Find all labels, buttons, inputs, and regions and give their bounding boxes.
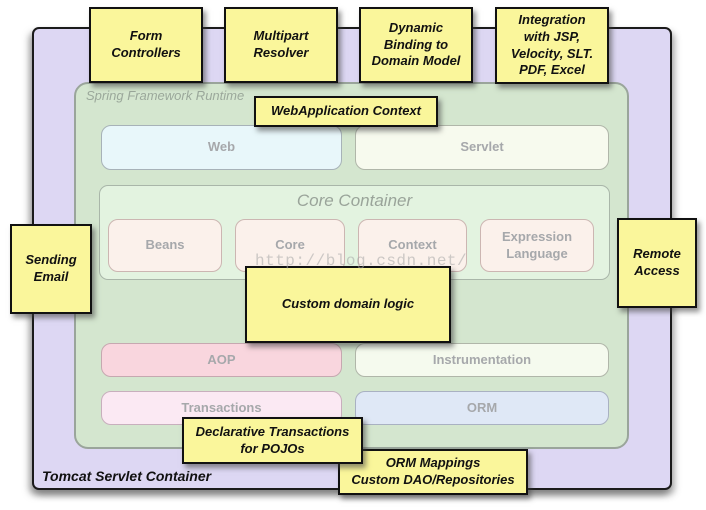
note-dynamic-binding: Dynamic Binding to Domain Model: [359, 7, 473, 83]
web-module-label: Web: [207, 139, 236, 155]
transactions-module-label: Transactions: [181, 399, 262, 415]
context-module-box: Context: [358, 219, 467, 272]
note-declarative-transactions: Declarative Transactions for POJOs: [182, 417, 363, 464]
expression-language-module-box: Expression Language: [480, 219, 594, 272]
aop-module-box: AOP: [101, 343, 342, 377]
core-module-label: Core: [275, 237, 305, 253]
instrumentation-module-label: Instrumentation: [432, 351, 532, 367]
beans-module-label: Beans: [145, 237, 185, 253]
note-multipart-resolver-text: Multipart Resolver: [253, 28, 309, 60]
note-sending-email: Sending Email: [10, 224, 92, 314]
aop-module-label: AOP: [207, 351, 236, 367]
orm-module-label: ORM: [466, 399, 498, 415]
context-module-label: Context: [388, 237, 437, 253]
note-webapplication-context-text: WebApplication Context: [271, 103, 421, 119]
beans-module-box: Beans: [108, 219, 222, 272]
instrumentation-module-box: Instrumentation: [355, 343, 609, 377]
note-orm-mappings-text: ORM Mappings Custom DAO/Repositories: [351, 455, 515, 487]
note-remote-access: Remote Access: [617, 218, 697, 308]
note-custom-domain-logic: Custom domain logic: [245, 266, 451, 343]
core-container-title: Core Container: [296, 191, 413, 210]
web-module-box: Web: [101, 125, 342, 170]
note-sending-email-text: Sending Email: [25, 252, 77, 284]
note-remote-access-text: Remote Access: [633, 246, 681, 278]
note-integration: Integration with JSP, Velocity, SLT. PDF…: [495, 7, 609, 84]
note-dynamic-binding-text: Dynamic Binding to Domain Model: [371, 19, 461, 69]
note-orm-mappings: ORM Mappings Custom DAO/Repositories: [338, 449, 528, 495]
note-webapplication-context: WebApplication Context: [254, 96, 438, 127]
tomcat-servlet-container-label: Tomcat Servlet Container: [42, 468, 212, 484]
servlet-module-box: Servlet: [355, 125, 609, 170]
servlet-module-label: Servlet: [460, 139, 504, 155]
note-form-controllers: Form Controllers: [89, 7, 203, 83]
note-declarative-transactions-text: Declarative Transactions for POJOs: [195, 423, 350, 456]
core-container-box: Core Container Beans Core Context Expres…: [99, 185, 610, 280]
note-multipart-resolver: Multipart Resolver: [224, 7, 338, 83]
note-custom-domain-logic-text: Custom domain logic: [281, 296, 415, 312]
note-integration-text: Integration with JSP, Velocity, SLT. PDF…: [510, 11, 594, 78]
spring-runtime-label: Spring Framework Runtime: [86, 88, 245, 103]
core-module-box: Core: [235, 219, 345, 272]
expression-language-module-label: Expression Language: [501, 229, 573, 261]
spring-framework-runtime-box: Spring Framework Runtime Web Servlet Cor…: [74, 82, 629, 449]
note-form-controllers-text: Form Controllers: [111, 28, 181, 60]
orm-module-box: ORM: [355, 391, 609, 425]
